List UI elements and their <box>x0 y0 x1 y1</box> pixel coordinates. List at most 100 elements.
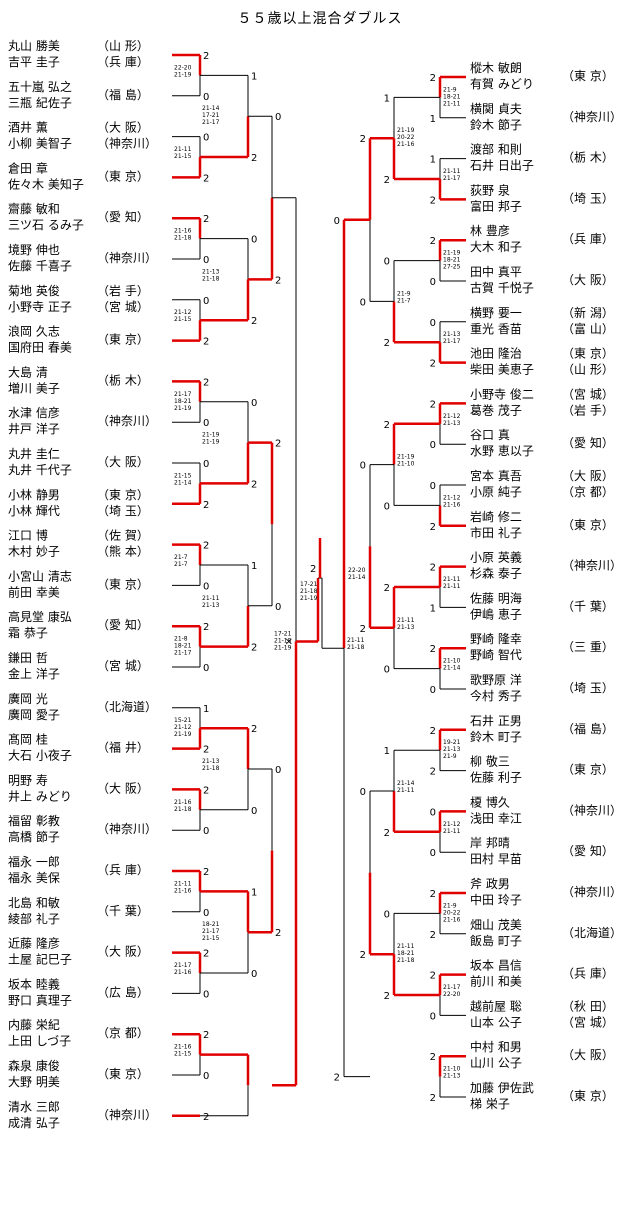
player-name: 佐藤 利子 <box>470 771 522 785</box>
match-score: 0 <box>203 908 209 919</box>
game-score: 22-20 <box>443 991 461 998</box>
game-score: 21-16 <box>174 969 192 976</box>
player-name: 北島 和敏 <box>8 895 60 910</box>
match-score: 0 <box>430 848 436 859</box>
prefecture: （山 形） <box>562 363 614 377</box>
prefecture: （京 都） <box>97 1026 149 1040</box>
game-score: 21-17 <box>202 928 220 935</box>
player-name: 髙岡 桂 <box>8 732 48 747</box>
match-score: 0 <box>430 1011 436 1022</box>
prefecture: （栃 木） <box>562 151 614 165</box>
prefecture: （富 山） <box>562 321 614 336</box>
prefecture: （岩 手） <box>97 283 149 298</box>
game-score: 21-12 <box>443 413 461 420</box>
prefecture: （兵 庫） <box>562 232 614 246</box>
game-score: 21-18 <box>397 957 415 964</box>
game-score: 18-21 <box>443 93 461 100</box>
match-score: 2 <box>203 867 209 878</box>
prefecture: （山 形） <box>97 39 149 53</box>
player-name: 高橋 節子 <box>8 829 60 844</box>
prefecture: （熊 本） <box>97 544 149 559</box>
match-score: 0 <box>203 92 209 103</box>
player-name: 柴田 美恵子 <box>470 363 534 377</box>
player-name: 森泉 康俊 <box>8 1058 60 1073</box>
match-score: 2 <box>384 828 390 839</box>
prefecture: （大 阪） <box>562 469 614 483</box>
game-score: 21-19 <box>202 439 220 446</box>
player-name: 大野 明美 <box>8 1075 60 1089</box>
player-name: 吉平 圭子 <box>8 55 60 69</box>
player-name: 谷口 真 <box>470 428 510 442</box>
game-score: 21-16 <box>174 887 192 894</box>
game-score: 21-15 <box>174 472 192 479</box>
prefecture: （東 京） <box>562 1089 614 1103</box>
player-name: 中田 玲子 <box>470 892 522 907</box>
game-score: 21-9 <box>443 902 457 909</box>
player-name: 小野寺 正子 <box>8 300 72 314</box>
match-score: 2 <box>430 971 436 982</box>
player-name: 木村 妙子 <box>8 545 60 559</box>
game-score: 21-9 <box>397 290 411 297</box>
match-score: 2 <box>430 563 436 574</box>
match-score: 2 <box>430 889 436 900</box>
game-score: 21-13 <box>443 420 461 427</box>
prefecture: （大 阪） <box>97 945 149 959</box>
prefecture: （神奈川） <box>97 137 157 151</box>
prefecture: （埼 玉） <box>562 681 614 695</box>
player-name: 梯 栄子 <box>470 1097 510 1111</box>
match-score: 2 <box>430 1052 436 1063</box>
game-score: 21-10 <box>443 1066 461 1073</box>
game-score: 21-12 <box>174 724 192 731</box>
player-name: 丸山 勝美 <box>8 38 60 53</box>
game-score: 21-7 <box>174 554 188 561</box>
prefecture: （愛 知） <box>97 210 149 224</box>
prefecture: （埼 玉） <box>97 504 149 518</box>
match-score: 2 <box>203 785 209 796</box>
prefecture: （神奈川） <box>97 251 157 265</box>
match-score: 0 <box>251 806 257 817</box>
player-name: 柳 敬三 <box>470 755 510 769</box>
match-score: 0 <box>384 501 390 512</box>
game-score: 18-21 <box>174 398 192 405</box>
player-name: 増川 美子 <box>8 381 60 395</box>
game-score: 19-21 <box>443 739 461 746</box>
prefecture: （神奈川） <box>97 414 157 428</box>
player-name: 斧 政男 <box>470 877 510 891</box>
prefecture: （愛 知） <box>97 618 149 632</box>
match-score: 2 <box>251 479 257 490</box>
game-score: 21-9 <box>443 86 457 93</box>
game-score: 21-14 <box>397 780 415 787</box>
player-name: 境野 伸也 <box>8 242 60 257</box>
player-name: 大木 和子 <box>470 240 522 254</box>
match-score: 1 <box>251 887 257 898</box>
prefecture: （大 阪） <box>97 455 149 469</box>
player-name: 倉田 章 <box>8 160 48 175</box>
match-score: 2 <box>203 500 209 511</box>
match-score: 0 <box>360 787 366 798</box>
match-score: 2 <box>430 359 436 370</box>
player-name: 酒井 薫 <box>8 121 48 135</box>
match-score: 2 <box>430 195 436 206</box>
match-score: 0 <box>360 297 366 308</box>
game-score: 21-16 <box>397 141 415 148</box>
game-score: 21-18 <box>300 588 318 595</box>
game-score: 21-17 <box>174 650 192 657</box>
match-score: 0 <box>251 235 257 246</box>
prefecture: （愛 知） <box>562 436 614 450</box>
player-name: 山川 公子 <box>470 1056 522 1070</box>
match-score: 1 <box>203 704 209 715</box>
match-score: 0 <box>430 807 436 818</box>
player-name: 畑山 茂美 <box>470 918 522 932</box>
player-name: 廣岡 光 <box>8 692 48 706</box>
game-score: 21-13 <box>443 746 461 753</box>
player-name: 杉森 泰子 <box>470 566 522 581</box>
player-name: 内藤 栄紀 <box>8 1018 60 1032</box>
player-name: 鈴木 節子 <box>470 117 522 132</box>
prefecture: （大 阪） <box>562 1048 614 1062</box>
game-score: 17-21 <box>202 112 220 119</box>
player-name: 鈴木 町子 <box>470 729 522 744</box>
match-score: 2 <box>384 338 390 349</box>
prefecture: （京 都） <box>562 485 614 499</box>
game-score: 21-13 <box>443 331 461 338</box>
game-score: 21-16 <box>174 228 192 235</box>
